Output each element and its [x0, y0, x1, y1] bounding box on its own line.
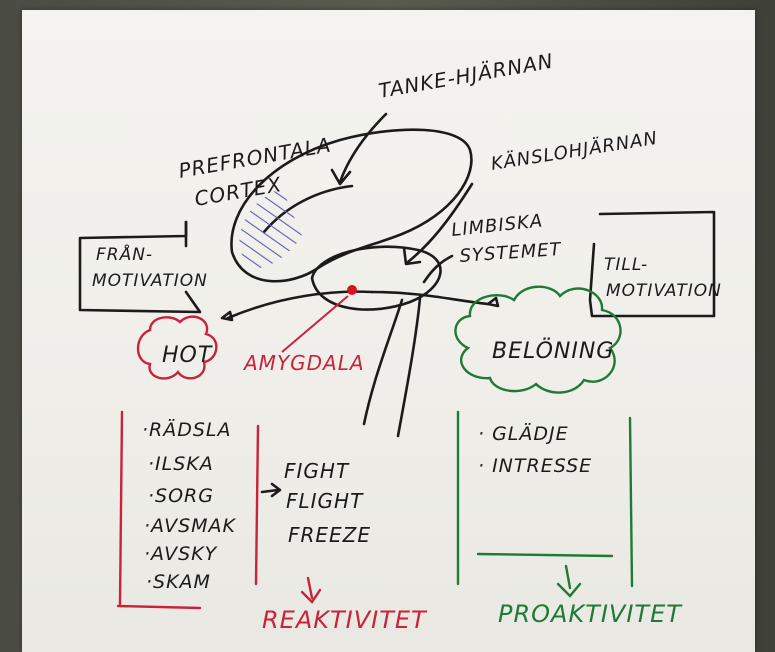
response-fight: FIGHT: [284, 459, 350, 483]
list-item-avsmak: ·AVSMAK: [144, 515, 237, 537]
label-beloning: BELÖNING: [492, 338, 614, 364]
label-kansla: KÄNSLOHJÄRNAN: [489, 128, 659, 175]
kansla-arrow: [406, 182, 474, 264]
arrow-to-beloning: [370, 290, 490, 306]
label-tanke: TANKE-HJÄRNAN: [377, 49, 556, 103]
list-item-radsla: ·RÄDSLA: [142, 418, 232, 441]
list-item-intresse: · INTRESSE: [478, 455, 592, 477]
label-amygdala: AMYGDALA: [242, 351, 365, 375]
label-fran-1: FRÅN-: [96, 243, 153, 265]
list-item-avsky: ·AVSKY: [144, 543, 218, 565]
response-freeze: FREEZE: [288, 523, 371, 547]
outcome-reaktivitet: REAKTIVITET: [262, 606, 428, 634]
arrow-to-hot: [226, 290, 374, 320]
outcome-proaktivitet: PROAKTIVITET: [498, 600, 683, 628]
list-item-ilska: ·ILSKA: [148, 453, 214, 475]
brain-stem: [362, 296, 422, 438]
prefrontal-hatch: [239, 188, 302, 269]
response-flight: FLIGHT: [286, 489, 364, 513]
hot-cloud: [136, 315, 218, 380]
label-hot: HOT: [162, 343, 213, 368]
limbic-outline: [310, 245, 442, 311]
label-till-2: MOTIVATION: [606, 281, 722, 301]
tanke-arrow: [338, 112, 388, 184]
list-item-gladje: · GLÄDJE: [478, 422, 569, 445]
label-fran-2: MOTIVATION: [92, 271, 208, 291]
label-limbiska-2: SYSTEMET: [459, 239, 563, 267]
list-item-sorg: ·SORG: [148, 485, 214, 507]
limbiska-arrow: [422, 254, 454, 284]
list-item-skam: ·SKAM: [146, 571, 211, 593]
fran-bracket: [78, 220, 202, 314]
flipchart-paper: [22, 10, 755, 652]
beloning-cloud: [454, 285, 622, 394]
label-limbiska-1: LIMBISKA: [450, 210, 544, 241]
amygdala-dot: [347, 285, 357, 295]
label-till-1: TILL-: [604, 255, 648, 275]
